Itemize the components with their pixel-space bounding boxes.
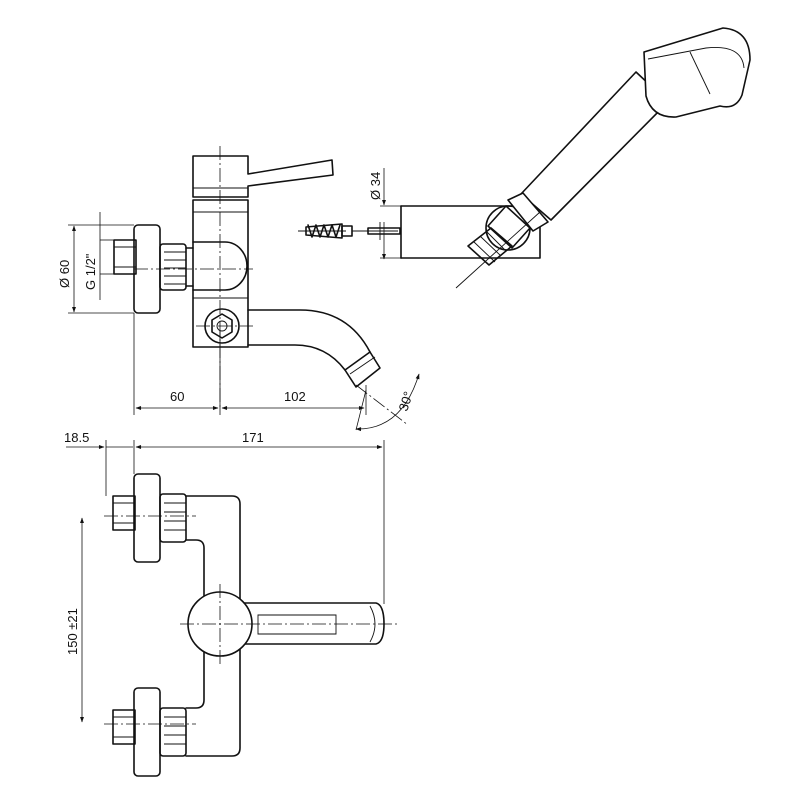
- handshower-diameter-dimension: Ø 34: [368, 168, 401, 260]
- diameter-60-label: Ø 60: [57, 260, 72, 288]
- diameter-34-label: Ø 34: [368, 172, 383, 200]
- diameter-dimension: Ø 60 G 1/2": [57, 212, 134, 314]
- angle-dimension: 30°: [355, 373, 420, 432]
- upper-connector: [112, 473, 187, 563]
- handshower: [455, 27, 751, 289]
- side-view: Ø 60 G 1/2" 60 102 30°: [57, 146, 420, 432]
- overall-length-label: 171: [242, 430, 264, 445]
- centers-dimension: 150 ±21: [65, 517, 84, 723]
- handshower-assembly: Ø 34: [298, 27, 751, 289]
- depth-dimensions: 60 102: [133, 313, 367, 415]
- angle-label: 30°: [396, 390, 416, 413]
- spout: [247, 309, 381, 388]
- depth-60-label: 60: [170, 389, 184, 404]
- front-width-dimensions: 18.5 171: [64, 430, 385, 604]
- front-view: 18.5 171 150 ±21: [64, 430, 400, 777]
- lever-handle: [192, 155, 334, 198]
- reach-102-label: 102: [284, 389, 306, 404]
- mixer-body: [192, 199, 249, 348]
- wall-screw: [298, 222, 401, 240]
- offset-label: 18.5: [64, 430, 89, 445]
- lower-connector: [112, 687, 187, 777]
- centers-label: 150 ±21: [65, 608, 80, 655]
- thread-label: G 1/2": [83, 253, 98, 290]
